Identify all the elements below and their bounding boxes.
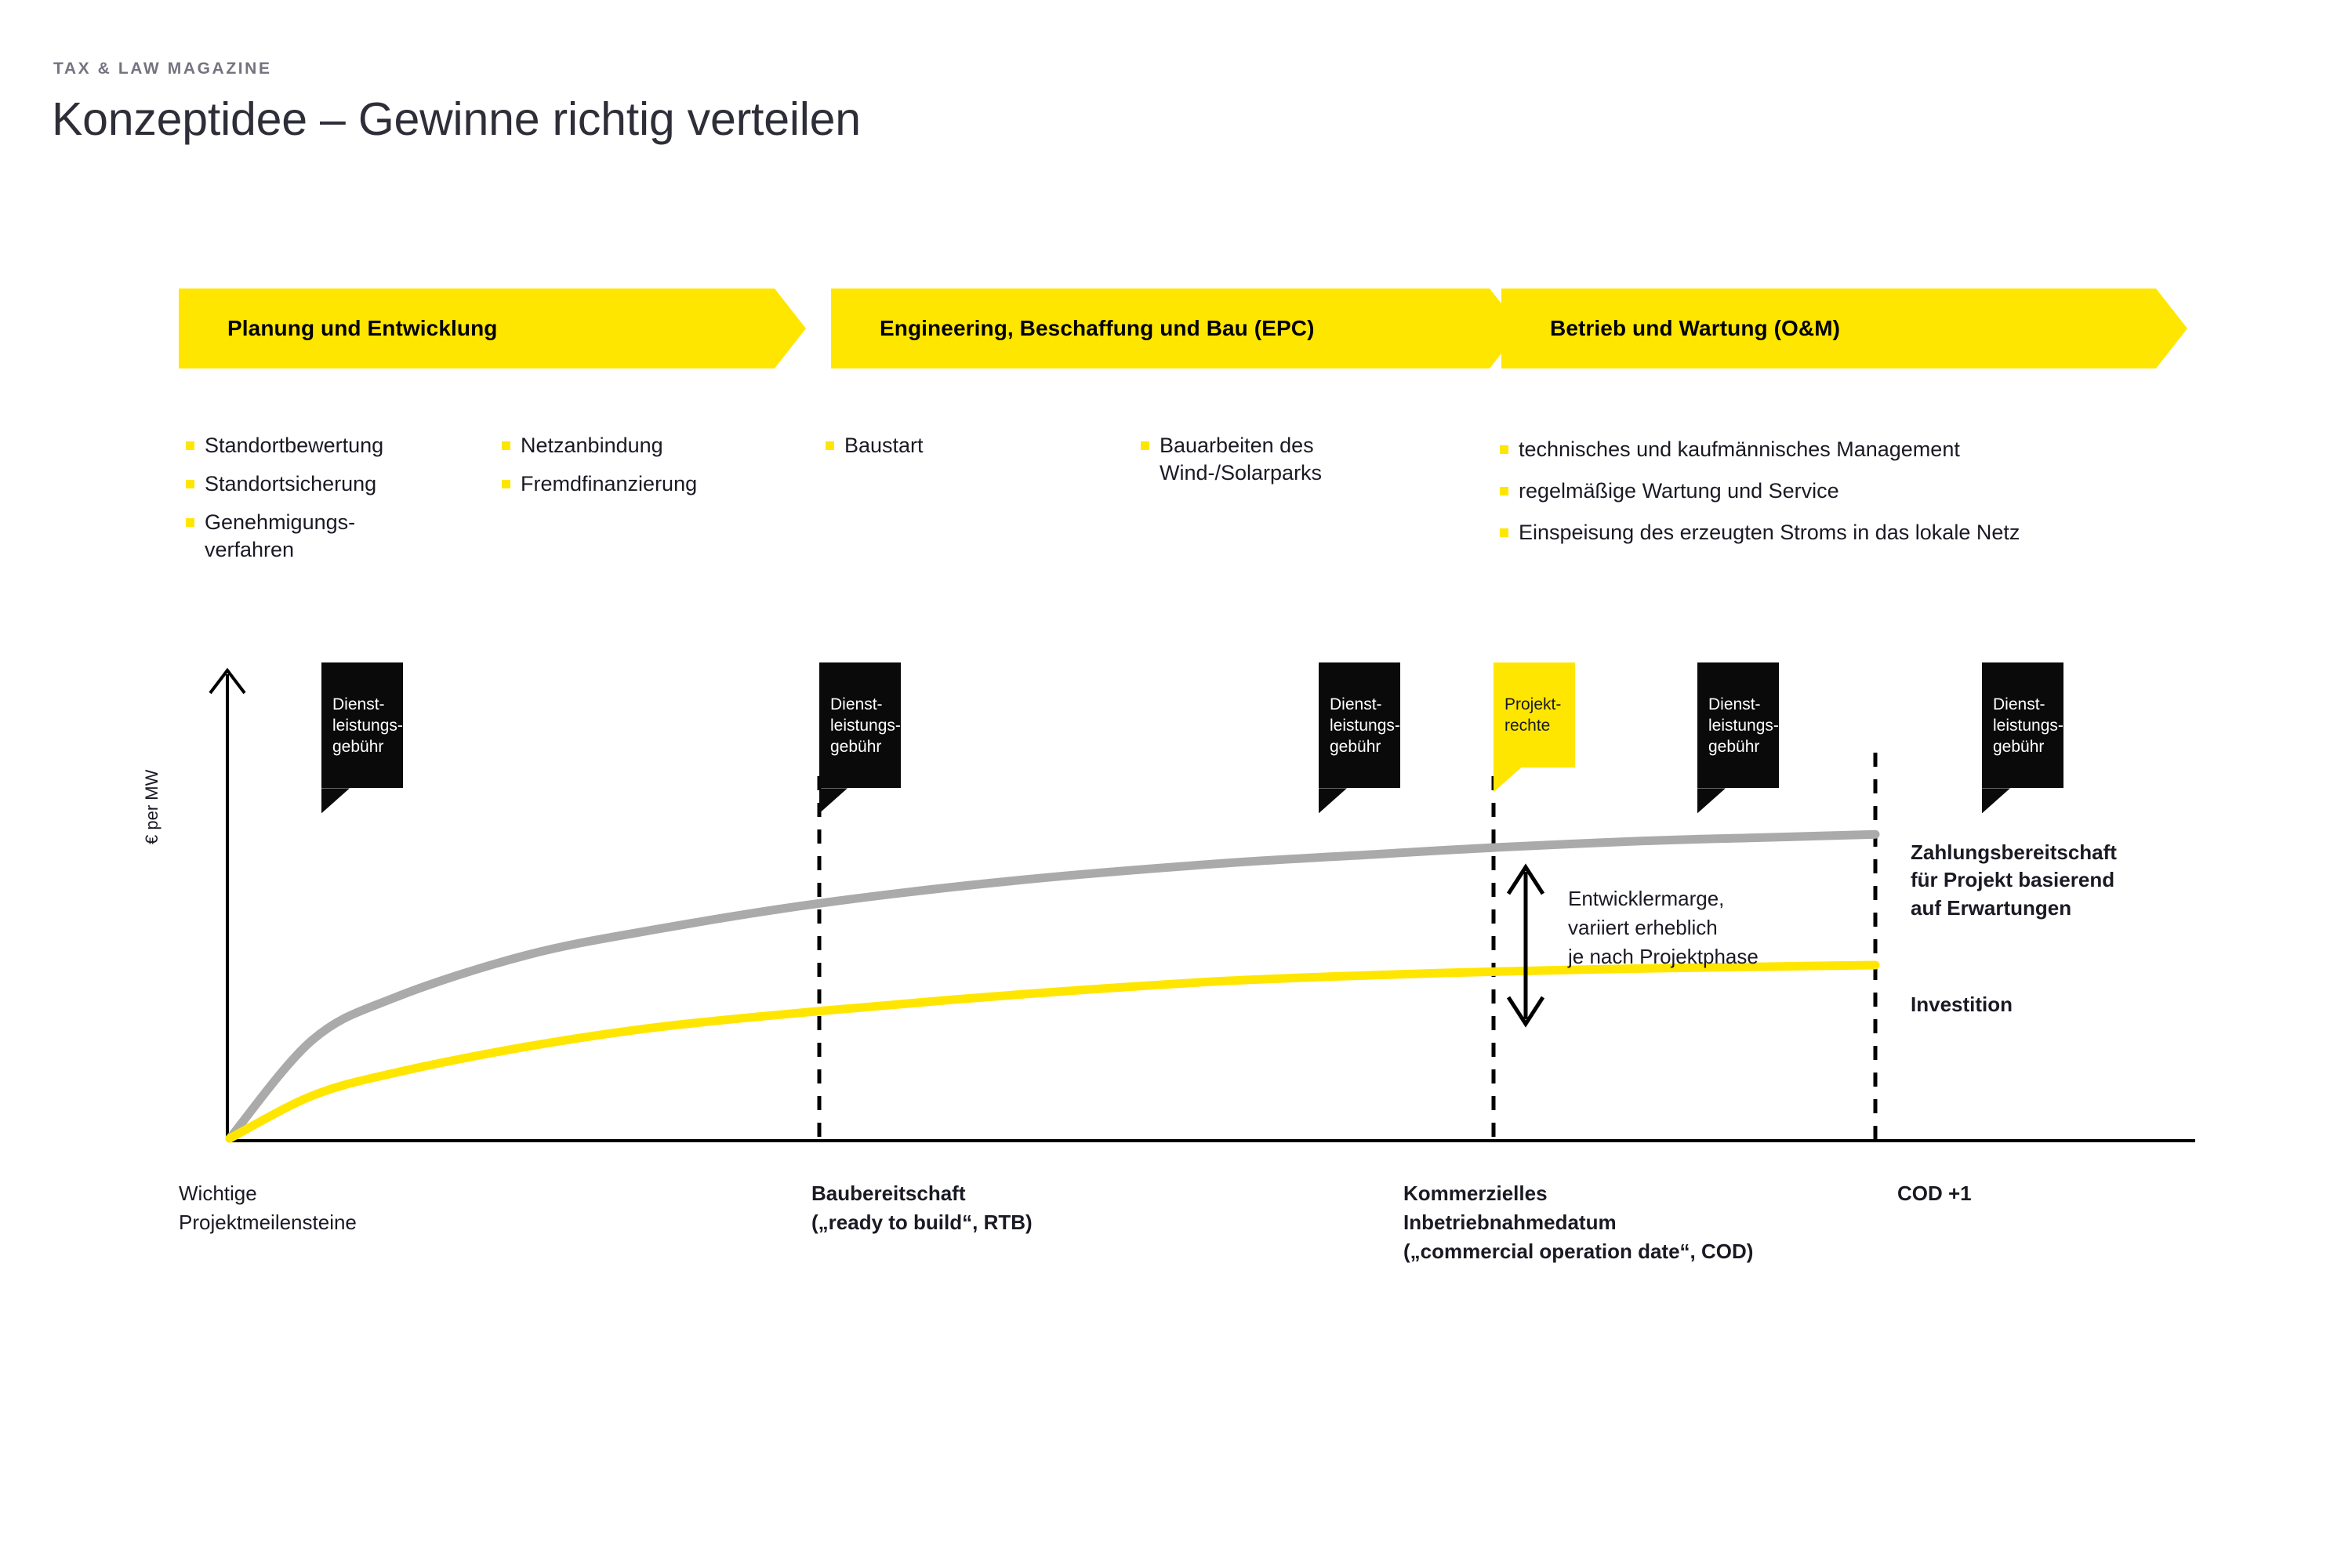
phase-banner-label: Planung und Entwicklung [227,316,498,340]
bullet-list-om: technisches und kaufmännisches Managemen… [1500,436,2020,561]
list-item: Standortsicherung [186,470,383,498]
list-item: Baustart [826,432,924,459]
y-axis [209,667,246,1141]
square-bullet-icon [826,441,834,450]
bullet-label: Genehmigungs- verfahren [205,510,356,562]
phase-banner-om: Betrieb und Wartung (O&M) [1501,289,2187,368]
list-item: regelmäßige Wartung und Service [1500,477,2020,505]
bullet-list-planung-left: Standortbewertung Standortsicherung Gene… [186,432,383,575]
magazine-kicker: TAX & LAW MAGAZINE [53,60,272,78]
milestone-label-cod-plus-1: COD +1 [1897,1181,1972,1205]
callout-tail [1319,788,1347,814]
square-bullet-icon [502,441,510,450]
milestone-label-wichtige: Wichtige Projektmeilensteine [179,1181,357,1234]
phase-banner-epc: Engineering, Beschaffung und Bau (EPC) [831,289,1521,368]
callout-label: Dienst- leistungs- gebühr [332,695,403,756]
series-line-zahlungsbereitschaft [225,829,1880,1143]
square-bullet-icon [502,480,510,489]
callout-label: Dienst- leistungs- gebühr [1330,695,1400,756]
square-bullet-icon [1500,445,1508,454]
callout-tail [1494,767,1522,793]
callout-dienstleistungsgebuehr-2: Dienst- leistungs- gebühr [819,662,901,814]
annotation-entwicklermarge: Entwicklermarge, variiert erheblich je n… [1568,887,1759,968]
bullet-list-epc-left: Baustart [826,432,924,470]
bullet-list-epc-right: Bauarbeiten des Wind-/Solarparks [1141,432,1322,498]
callout-label: Dienst- leistungs- gebühr [1708,695,1779,756]
bullet-label: Baustart [844,434,924,457]
square-bullet-icon [1500,487,1508,496]
milestone-label-cod: Kommerzielles Inbetriebnahmedatum („comm… [1403,1181,1754,1263]
callout-tail [819,788,848,814]
list-item: Fremdfinanzierung [502,470,697,498]
callout-projektrechte: Projekt- rechte [1494,662,1575,793]
bullet-label: Standortsicherung [205,472,377,496]
phase-banner-planung: Planung und Entwicklung [179,289,806,368]
bullet-label: Netzanbindung [521,434,663,457]
callout-tail [1697,788,1726,814]
page-title: Konzeptidee – Gewinne richtig verteilen [52,93,861,145]
series-label-zahlungsbereitschaft: Zahlungsbereitschaft für Projekt basiere… [1911,840,2117,920]
square-bullet-icon [1141,441,1149,450]
callout-tail [1982,788,2010,814]
callout-tail [321,788,350,814]
phase-banner-label: Betrieb und Wartung (O&M) [1550,316,1841,340]
callout-label: Dienst- leistungs- gebühr [1993,695,2063,756]
milestone-label-rtb: Baubereitschaft („ready to build“, RTB) [811,1181,1033,1234]
bullet-label: Bauarbeiten des Wind-/Solarparks [1160,434,1323,485]
bullet-label: regelmäßige Wartung und Service [1519,479,1839,503]
y-axis-label: € per MW [142,769,162,844]
callout-dienstleistungsgebuehr-4: Dienst- leistungs- gebühr [1697,662,1779,814]
square-bullet-icon [186,480,194,489]
callout-label: Dienst- leistungs- gebühr [830,695,901,756]
list-item: Genehmigungs- verfahren [186,509,383,564]
list-item: Einspeisung des erzeugten Stroms in das … [1500,519,2020,546]
list-item: Netzanbindung [502,432,697,459]
callout-dienstleistungsgebuehr-1: Dienst- leistungs- gebühr [321,662,403,814]
bullet-label: technisches und kaufmännisches Managemen… [1519,437,1960,461]
developer-margin-arrow [1506,863,1545,1028]
series-label-investition: Investition [1911,993,2013,1016]
square-bullet-icon [1500,528,1508,538]
callout-label: Projekt- rechte [1504,695,1562,735]
bullet-label: Standortbewertung [205,434,384,457]
bullet-list-planung-right: Netzanbindung Fremdfinanzierung [502,432,697,509]
callout-dienstleistungsgebuehr-3: Dienst- leistungs- gebühr [1319,662,1400,814]
list-item: Standortbewertung [186,432,383,459]
list-item: technisches und kaufmännisches Managemen… [1500,436,2020,463]
bullet-label: Einspeisung des erzeugten Stroms in das … [1519,521,2020,545]
square-bullet-icon [186,441,194,450]
callout-dienstleistungsgebuehr-5: Dienst- leistungs- gebühr [1982,662,2063,814]
phase-banner-label: Engineering, Beschaffung und Bau (EPC) [880,316,1315,340]
series-line-investition [225,960,1880,1143]
bullet-label: Fremdfinanzierung [521,472,698,496]
square-bullet-icon [186,518,194,528]
list-item: Bauarbeiten des Wind-/Solarparks [1141,432,1322,487]
